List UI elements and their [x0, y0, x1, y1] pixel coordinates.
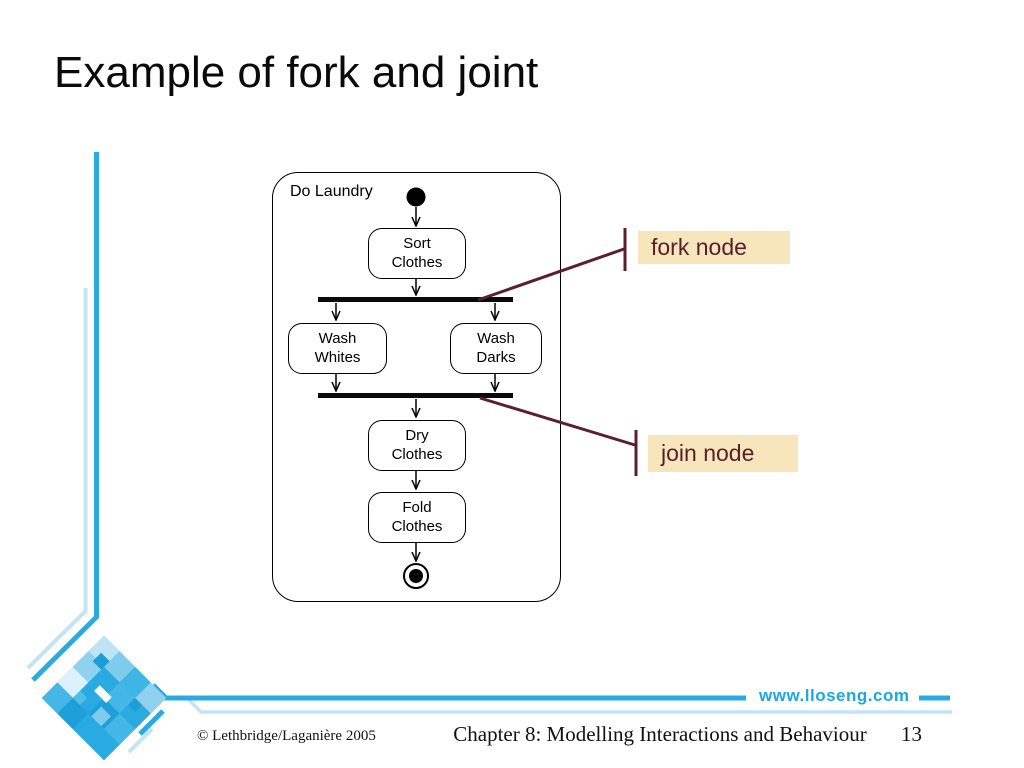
slide-title: Example of fork and joint — [54, 48, 539, 97]
decor-bottom-line-light — [184, 695, 952, 714]
decor-left-line-light — [26, 288, 88, 670]
decor-corner-diagonal-light — [127, 727, 154, 754]
footer-page-number: 13 — [901, 722, 922, 746]
decor-bottom-line-bright — [151, 683, 746, 701]
activity-node-fold-clothes: Fold Clothes — [368, 492, 466, 543]
activity-frame — [272, 172, 561, 602]
activity-node-wash-whites: Wash Whites — [288, 323, 387, 374]
join-node-callout-label: join node — [648, 435, 798, 472]
footer-chapter-title: Chapter 8: Modelling Interactions and Be… — [453, 722, 867, 746]
decor-corner-diagonal-bright — [138, 709, 165, 736]
activity-frame-label: Do Laundry — [290, 183, 373, 200]
decor-mosaic-diamond — [41, 635, 167, 761]
activity-node-dry-clothes: Dry Clothes — [368, 420, 466, 471]
footer-copyright: © Lethbridge/Laganière 2005 — [197, 728, 376, 744]
decor-left-line-bright — [31, 152, 99, 682]
activity-node-wash-darks: Wash Darks — [450, 323, 542, 374]
website-banner: www.lloseng.com — [749, 684, 920, 708]
fork-node-callout-label: fork node — [638, 231, 790, 264]
activity-node-sort-clothes: Sort Clothes — [368, 228, 466, 279]
